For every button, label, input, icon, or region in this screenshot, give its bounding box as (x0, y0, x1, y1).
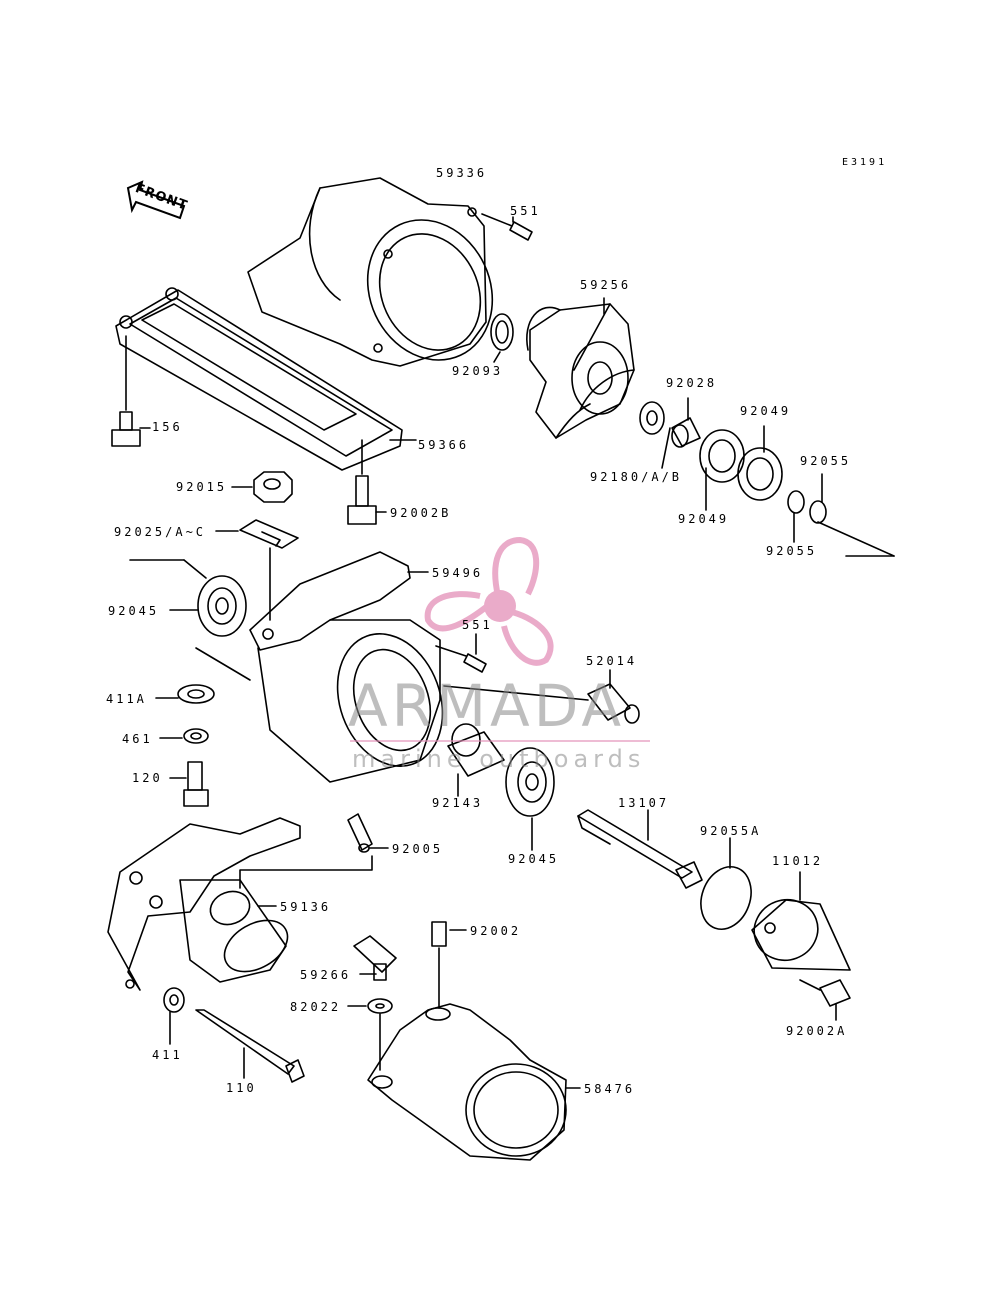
part-label-92002b[interactable]: 92002B (390, 506, 452, 520)
part-label-92002a[interactable]: 92002A (786, 1024, 848, 1038)
watermark-divider (350, 740, 650, 742)
part-label-92005[interactable]: 92005 (392, 842, 444, 856)
part-label-82022[interactable]: 82022 (290, 1000, 342, 1014)
shaft-13107 (577, 809, 703, 889)
part-label-92048[interactable]: 92049 (740, 404, 792, 418)
washer-411a (155, 647, 251, 704)
o-ring-92055 (787, 473, 895, 557)
part-label-92028[interactable]: 92028 (666, 376, 718, 390)
pump-housing-59336 (247, 177, 494, 367)
washer-411 (163, 987, 185, 1045)
watermark-brand: ARMADA (348, 672, 626, 740)
part-label-551-top[interactable]: 551 (510, 204, 541, 218)
part-label-411a[interactable]: 411A (106, 692, 147, 706)
o-ring-92055a (700, 837, 752, 930)
diagram-code: E3191 (842, 157, 888, 168)
part-label-59136[interactable]: 59136 (280, 900, 332, 914)
part-label-92002[interactable]: 92002 (470, 924, 522, 938)
bearing-92045-bottom (505, 747, 555, 851)
part-label-92025[interactable]: 92025/A~C (114, 525, 207, 539)
part-label-411[interactable]: 411 (152, 1048, 183, 1062)
part-label-120[interactable]: 120 (132, 771, 163, 785)
seal-92048 (737, 425, 783, 501)
part-label-156[interactable]: 156 (152, 420, 183, 434)
fitting-59266 (353, 935, 397, 981)
part-label-92055-bottom[interactable]: 92055 (766, 544, 818, 558)
pin-551-mid (435, 633, 487, 673)
part-label-52014[interactable]: 52014 (586, 654, 638, 668)
part-label-461[interactable]: 461 (122, 732, 153, 746)
part-label-110[interactable]: 110 (226, 1081, 257, 1095)
part-label-92055a[interactable]: 92055A (700, 824, 762, 838)
cap-11012 (751, 871, 851, 971)
ride-plate-59366 (115, 287, 417, 471)
part-label-92049[interactable]: 92049 (678, 512, 730, 526)
part-label-92015[interactable]: 92015 (176, 480, 228, 494)
bracket-59136 (107, 817, 301, 991)
bolt-156 (111, 335, 151, 447)
part-label-551-mid[interactable]: 551 (462, 618, 493, 632)
part-label-11012[interactable]: 11012 (772, 854, 824, 868)
bearing-92045-top (129, 559, 247, 637)
part-label-59256[interactable]: 59256 (580, 278, 632, 292)
washer-92180 (639, 401, 665, 435)
bushing-92093 (490, 313, 514, 363)
fitting-92005 (239, 813, 389, 889)
nozzle-58476 (367, 1003, 581, 1161)
seal-92049 (699, 429, 745, 511)
bolt-120 (169, 761, 209, 807)
watermark-tagline: marine outboards (352, 745, 646, 773)
part-label-13107[interactable]: 13107 (618, 796, 670, 810)
part-label-92055-top[interactable]: 92055 (800, 454, 852, 468)
part-label-59266[interactable]: 59266 (300, 968, 352, 982)
part-label-59496[interactable]: 59496 (432, 566, 484, 580)
pump-case-59496 (249, 551, 444, 783)
part-label-92045-bottom[interactable]: 92045 (508, 852, 560, 866)
part-label-59366[interactable]: 59366 (418, 438, 470, 452)
part-label-92143[interactable]: 92143 (432, 796, 484, 810)
bolt-110 (195, 1009, 305, 1083)
armada-logo-icon (424, 536, 554, 666)
bolt-92002a (799, 979, 851, 1021)
part-label-58476[interactable]: 58476 (584, 1082, 636, 1096)
front-arrow-icon: FRONT (118, 178, 198, 228)
washer-82022 (347, 998, 393, 1071)
washer-461 (159, 728, 209, 744)
part-label-92093[interactable]: 92093 (452, 364, 504, 378)
bolt-92002 (431, 921, 467, 1009)
pin-551-top (481, 213, 533, 241)
shim-92025 (215, 519, 299, 621)
nut-92015 (231, 471, 293, 503)
impeller-59256 (526, 297, 635, 439)
fitting-52014 (443, 669, 640, 724)
part-label-92045-top[interactable]: 92045 (108, 604, 160, 618)
part-label-59336[interactable]: 59336 (436, 166, 488, 180)
part-label-92180[interactable]: 92180/A/B (590, 470, 683, 484)
bolt-92002b (347, 439, 387, 525)
sleeve-92028 (671, 397, 701, 448)
